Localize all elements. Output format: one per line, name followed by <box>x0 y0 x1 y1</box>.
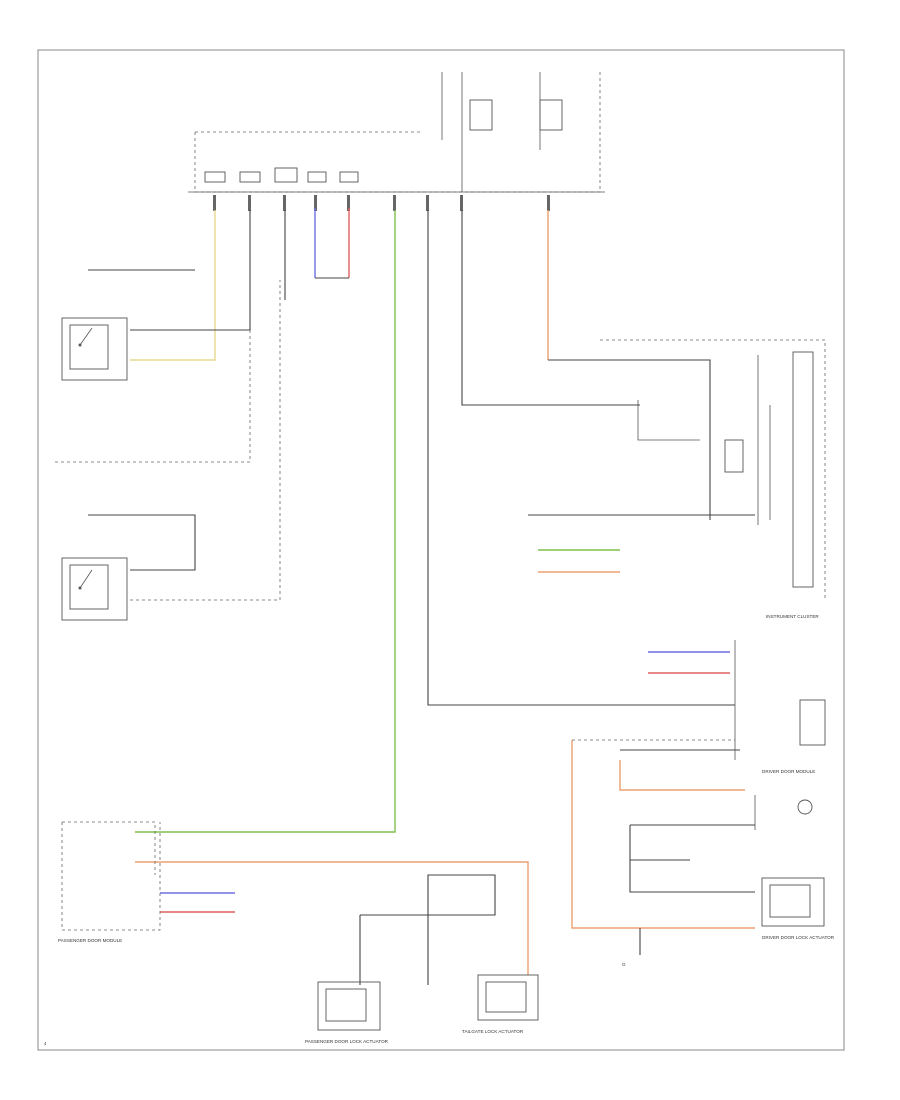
driver-door-module: DRIVER DOOR MODULE <box>734 640 826 774</box>
passenger-actuators: PASSENGER DOOR LOCK ACTUATOR TAILGATE LO… <box>305 974 539 1044</box>
tailgate-lock-actuator-label: TAILGATE LOCK ACTUATOR <box>462 1029 524 1034</box>
passenger-door-module: PASSENGER DOOR MODULE <box>58 822 161 943</box>
driver-actuators: DRIVER DOOR LOCK ACTUATOR G <box>622 795 835 967</box>
ground-point-label: G <box>622 962 626 967</box>
passenger-door-lock-actuator-label: PASSENGER DOOR LOCK ACTUATOR <box>305 1039 389 1044</box>
wire-green <box>135 210 396 833</box>
tailgate-switch <box>61 557 128 621</box>
wire-yellow <box>130 210 216 361</box>
top-control-module <box>188 70 605 211</box>
colored-wires <box>130 208 755 975</box>
instrument-cluster: INSTRUMENT CLUSTER <box>637 351 819 619</box>
page-frame <box>37 49 845 1051</box>
driver-door-lock-actuator-label: DRIVER DOOR LOCK ACTUATOR <box>762 935 835 940</box>
connector-pins-top <box>213 195 550 211</box>
black-wires <box>55 210 826 985</box>
wire-orange-pass <box>135 861 529 975</box>
driver-door-switch <box>61 317 128 381</box>
passenger-door-module-label: PASSENGER DOOR MODULE <box>58 938 122 943</box>
wire-orange-mid <box>619 760 745 791</box>
page-number: 4 <box>44 1041 47 1046</box>
wire-orange-long <box>571 740 755 929</box>
instrument-cluster-label: INSTRUMENT CLUSTER <box>766 614 819 619</box>
driver-door-module-label: DRIVER DOOR MODULE <box>762 769 815 774</box>
